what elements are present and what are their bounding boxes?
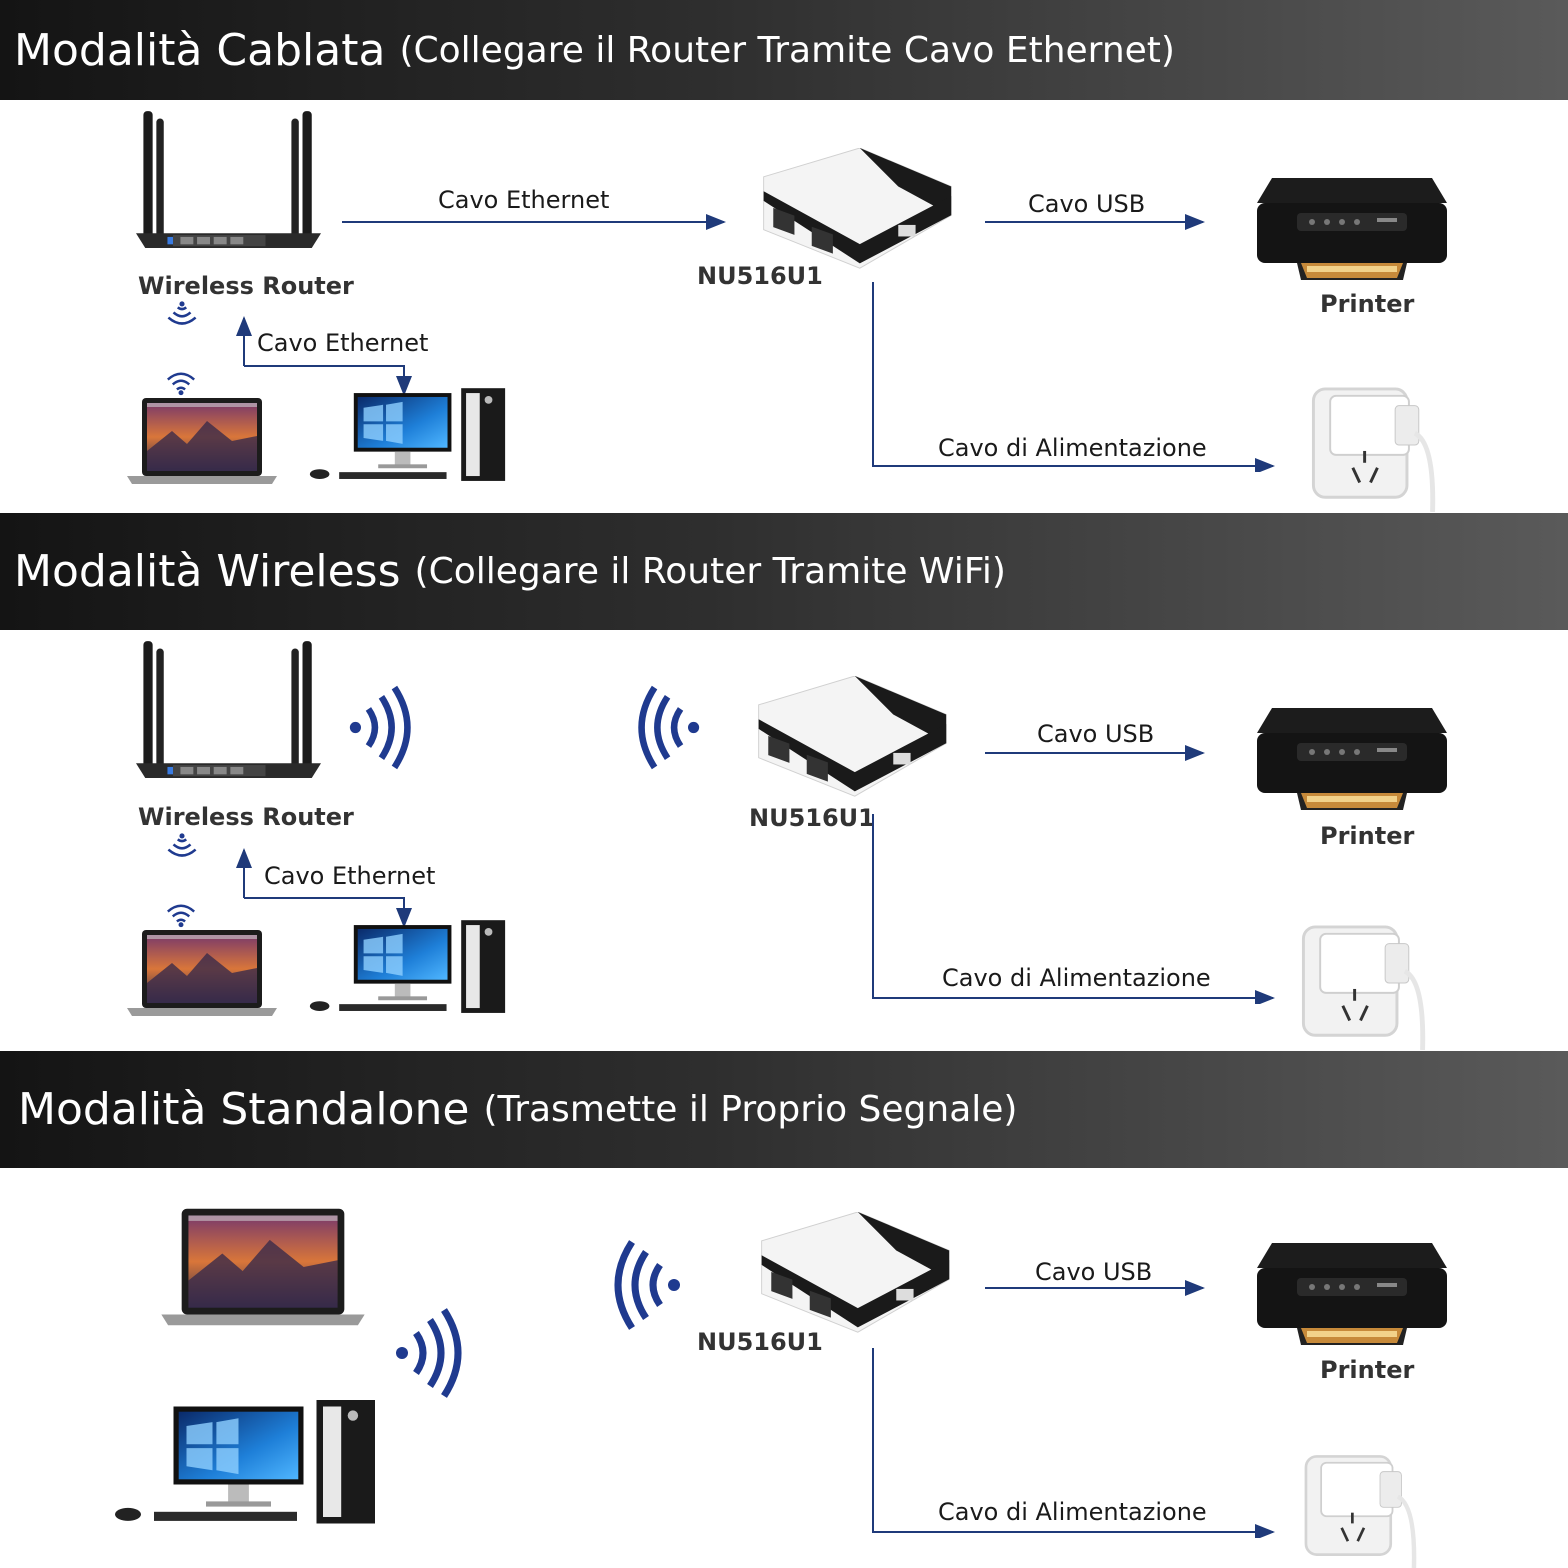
section-title: Modalità Cablata: [14, 24, 386, 76]
device-label: NU516U1: [749, 804, 875, 832]
wifi-icon: [164, 900, 198, 928]
wifi-wave-icon: [348, 685, 413, 770]
printer-icon: [1257, 708, 1447, 838]
ethernet-label: Cavo Ethernet: [438, 186, 610, 214]
section-wireless-header: Modalità Wireless (Collegare il Router T…: [0, 513, 1568, 630]
power-outlet-icon: [1295, 922, 1430, 1050]
wifi-wave-icon: [636, 685, 701, 770]
router-label: Wireless Router: [138, 272, 354, 300]
router-icon: [136, 108, 321, 253]
print-server-icon: [748, 1212, 958, 1337]
ethernet-arrow: [342, 214, 726, 230]
router-label: Wireless Router: [138, 803, 354, 831]
lan-arrow: [236, 848, 412, 928]
section-subtitle: (Collegare il Router Tramite Cavo Ethern…: [399, 29, 1175, 71]
usb-label: Cavo USB: [1037, 720, 1155, 748]
wifi-icon: [164, 368, 198, 396]
power-outlet-icon: [1292, 1452, 1427, 1568]
router-icon: [136, 638, 321, 783]
laptop-icon: [127, 928, 277, 1018]
print-server-icon: [750, 148, 960, 273]
section-subtitle: (Collegare il Router Tramite WiFi): [414, 551, 1006, 592]
section-title: Modalità Standalone: [18, 1084, 470, 1135]
wifi-wave-icon: [612, 1240, 682, 1330]
section-title: Modalità Wireless: [14, 546, 401, 597]
usb-arrow: [985, 1280, 1205, 1296]
printer-label: Printer: [1320, 290, 1415, 318]
lan-label: Cavo Ethernet: [264, 862, 436, 890]
usb-label: Cavo USB: [1028, 190, 1146, 218]
printer-icon: [1257, 178, 1447, 308]
wifi-icon: [165, 300, 199, 330]
section-standalone-header: Modalità Standalone (Trasmette il Propri…: [0, 1051, 1568, 1168]
section-standalone: NU516U1 Cavo USB Printer Cavo di Aliment…: [0, 1168, 1568, 1568]
power-arrow: [872, 1348, 1275, 1538]
power-outlet-icon: [1305, 384, 1440, 512]
section-cablata: Wireless Router Cavo Ethernet NU516U1 Ca…: [0, 100, 1568, 512]
section-subtitle: (Trasmette il Proprio Segnale): [483, 1089, 1018, 1130]
usb-arrow: [985, 214, 1205, 230]
usb-arrow: [985, 745, 1205, 761]
desktop-pc-icon: [305, 920, 510, 1018]
usb-label: Cavo USB: [1035, 1258, 1153, 1286]
device-label: NU516U1: [697, 262, 823, 290]
power-arrow: [872, 814, 1275, 1004]
section-cablata-header: Modalità Cablata (Collegare il Router Tr…: [0, 0, 1568, 100]
lan-arrow: [236, 316, 412, 396]
laptop-icon: [158, 1206, 368, 1328]
device-label: NU516U1: [697, 1328, 823, 1356]
laptop-icon: [127, 396, 277, 486]
power-label: Cavo di Alimentazione: [938, 1498, 1207, 1526]
printer-icon: [1257, 1243, 1447, 1373]
section-wireless: Wireless Router NU516U1 Cavo USB Printer…: [0, 630, 1568, 1050]
power-label: Cavo di Alimentazione: [942, 964, 1211, 992]
power-label: Cavo di Alimentazione: [938, 434, 1207, 462]
desktop-pc-icon: [105, 1400, 385, 1530]
desktop-pc-icon: [305, 388, 510, 486]
print-server-icon: [745, 676, 955, 801]
printer-label: Printer: [1320, 822, 1415, 850]
wifi-wave-icon: [394, 1308, 464, 1398]
wifi-icon: [165, 832, 199, 862]
printer-label: Printer: [1320, 1356, 1415, 1384]
power-arrow: [872, 282, 1275, 472]
lan-label: Cavo Ethernet: [257, 329, 429, 357]
